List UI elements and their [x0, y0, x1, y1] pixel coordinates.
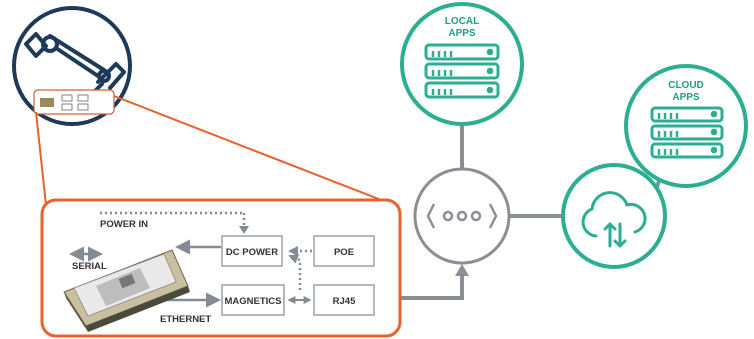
- magnetics-box: MAGNETICS: [221, 284, 285, 316]
- link-rj45-to-gateway: [388, 272, 464, 300]
- poe-box: POE: [313, 235, 375, 267]
- gateway-circle: [413, 167, 511, 265]
- gateway-link-arrowhead: [455, 264, 469, 276]
- local-apps-circle: LOCAL APPS: [400, 2, 524, 126]
- robot-arm-circle: [12, 6, 132, 126]
- cloud-sync-icon: [581, 191, 647, 248]
- cloud-circle: [561, 163, 667, 269]
- rj45-box: RJ45: [313, 284, 375, 316]
- power-in-line: [100, 211, 249, 234]
- cloud-apps-line2: APPS: [672, 92, 700, 103]
- zoom-lines: [35, 95, 395, 206]
- gateway-icon: [426, 203, 498, 229]
- server-icon: [424, 43, 500, 99]
- local-apps-line1: LOCAL: [445, 16, 479, 27]
- module-board-icon: [63, 249, 190, 332]
- cloud-apps-circle: CLOUD APPS: [624, 64, 748, 188]
- mini-module-diagram-icon: [33, 89, 115, 115]
- serial-label: SERIAL: [72, 261, 107, 272]
- dc-power-label: DC POWER: [226, 247, 278, 258]
- rj45-label: RJ45: [333, 296, 356, 307]
- magnetics-label: MAGNETICS: [225, 296, 282, 307]
- cloud-apps-line1: CLOUD: [668, 80, 704, 91]
- robot-arm-icon: [24, 32, 126, 94]
- rj45-to-dcpower-arrow: [288, 254, 302, 290]
- server-icon: [650, 106, 724, 159]
- dc-power-box: DC POWER: [221, 235, 283, 267]
- local-apps-line2: APPS: [448, 28, 476, 39]
- power-in-label: POWER IN: [100, 219, 148, 230]
- poe-label: POE: [334, 247, 354, 258]
- ethernet-label: ETHERNET: [160, 314, 211, 325]
